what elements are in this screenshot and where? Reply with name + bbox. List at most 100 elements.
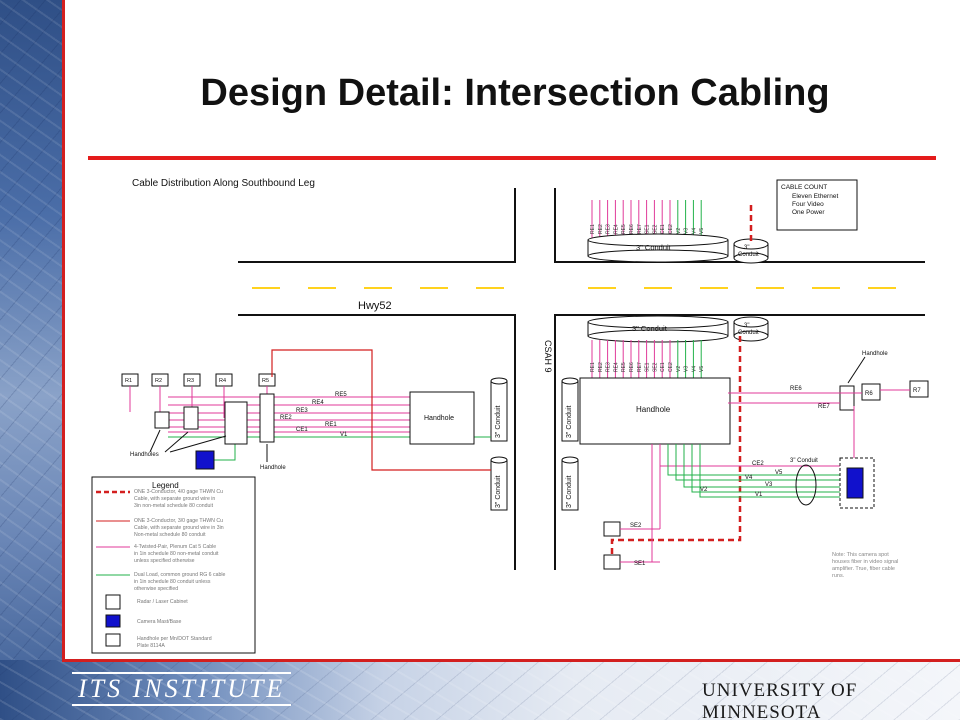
frame-red-horizontal (62, 659, 960, 662)
road-label-hwy: Hwy52 (358, 300, 392, 312)
radar-label: R1 (125, 378, 132, 384)
left-cable-label: RE1 (325, 422, 337, 428)
svg-text:in 1in schedule 80 non-metal c: in 1in schedule 80 non-metal conduit (134, 551, 219, 557)
diagram-subtitle: Cable Distribution Along Southbound Leg (132, 178, 315, 189)
cable-count-heading: CABLE COUNT (781, 184, 827, 191)
handhole-label: Handhole (424, 415, 454, 422)
radar-label: R5 (262, 378, 269, 384)
camera-mast-left (195, 450, 215, 470)
top-cable-label: V4 (691, 228, 697, 234)
left-map-band (0, 0, 62, 720)
conduit-small-label: 3" (744, 323, 749, 329)
svg-text:Note: This camera spot: Note: This camera spot (832, 552, 889, 558)
note-text: Note: This camera spot houses fiber in v… (832, 552, 898, 579)
svg-text:Handhole per Mn/DOT Standard: Handhole per Mn/DOT Standard (137, 636, 212, 642)
power-dashed-lower (610, 336, 742, 556)
lower-cable-label: CE1 (660, 362, 666, 372)
lower-cable-label: SE1 (645, 362, 651, 372)
radar-label: R2 (155, 378, 162, 384)
top-cable-label: RE2 (598, 224, 604, 234)
lower-cable-label: RE2 (598, 362, 604, 372)
cable-label: RE7 (818, 404, 830, 410)
conduit-label: 3" Conduit (632, 324, 668, 333)
svg-text:runs.: runs. (832, 573, 845, 579)
conduit-small-label: Conduit (738, 252, 759, 258)
lower-cable-label: RE7 (637, 362, 643, 372)
conduit-label: 3" Conduit (790, 458, 818, 464)
top-cable-label: V2 (676, 228, 682, 234)
radar-label: R7 (913, 388, 921, 394)
camera-mast-right (846, 467, 864, 499)
svg-text:Dual Load, common ground RG 6: Dual Load, common ground RG 6 cable (134, 572, 226, 578)
top-cable-label: SE1 (645, 224, 651, 234)
handhole-right-label: Handhole (862, 351, 888, 357)
conduit-small-label: 3" (744, 245, 749, 251)
svg-text:unless specified otherwise: unless specified otherwise (134, 558, 195, 564)
top-cable-label: RE1 (590, 224, 596, 234)
right-radars: R6 R7 (839, 380, 929, 411)
top-cable-label: RE7 (637, 224, 643, 234)
cable-count-item: Eleven Ethernet (792, 193, 838, 200)
bottom-cable-label: V1 (755, 492, 763, 498)
lower-cable-label: RE1 (590, 362, 596, 372)
green-feed (214, 444, 236, 461)
right-pink-cables (728, 389, 910, 460)
left-cable-label: RE2 (280, 415, 292, 421)
svg-text:Camera Mast/Base: Camera Mast/Base (137, 619, 182, 625)
bottom-cable (675, 444, 845, 481)
svg-text:in 1in schedule 80 conduit unl: in 1in schedule 80 conduit unless (134, 579, 211, 585)
conduit-lower (587, 315, 769, 343)
svg-text:Cable, with separate ground wi: Cable, with separate ground wire in (134, 496, 215, 502)
handholes-label: Handholes (130, 452, 159, 458)
svg-text:Cable, with separate ground wi: Cable, with separate ground wire in 3in (134, 525, 224, 531)
top-cable-label: RE3 (606, 224, 612, 234)
cable-count-item: One Power (792, 209, 825, 216)
top-cable-label: V5 (699, 228, 705, 234)
se-box (603, 521, 621, 537)
cable-count-box: CABLE COUNT Eleven Ethernet Four Video O… (776, 179, 858, 231)
university-name: UNIVERSITY OF MINNESOTA (702, 680, 858, 723)
lower-cable-label: RE4 (613, 362, 619, 372)
radar-label: R4 (219, 378, 226, 384)
lower-cable-label: V4 (691, 366, 697, 372)
its-institute-logo: ITS INSTITUTE (72, 672, 292, 706)
bottom-cable (691, 444, 845, 493)
se-label: SE2 (630, 523, 642, 529)
lower-cable-label: RE3 (606, 362, 612, 372)
legend: Legend ONE 3-Conductor, 4/0 gage THWN Cu… (91, 476, 256, 654)
top-cable-label: RE5 (621, 224, 627, 234)
frame-red-vertical (62, 0, 65, 662)
handhole-left-label: Handhole (260, 465, 286, 471)
bottom-map-band (0, 660, 960, 720)
power-left (271, 349, 491, 471)
road-label-csah: CSAH 9 (543, 340, 553, 373)
bottom-cable (683, 444, 845, 488)
lower-cable-label: SE2 (652, 362, 658, 372)
handhole-main (579, 377, 731, 445)
legend-box-items: Radar / Laser Cabinet Camera Mast/Base H… (137, 599, 212, 649)
left-cable-label: CE1 (296, 427, 308, 433)
top-cable-label: CE2 (668, 224, 674, 234)
svg-text:amplifier. True, fiber cable: amplifier. True, fiber cable (832, 566, 895, 572)
left-cable-label: RE4 (312, 400, 324, 406)
se-box (603, 554, 621, 570)
conduit-vertical-label: 3" Conduit (566, 475, 573, 508)
bottom-cable-label: V4 (745, 475, 753, 481)
top-cable-label: V3 (684, 228, 690, 234)
left-cabinets (154, 393, 275, 445)
left-cable-label: V1 (340, 432, 348, 438)
conduit-vertical-label: 3" Conduit (566, 405, 573, 438)
handhole-right-arrow (847, 356, 866, 384)
lower-cable-label: V3 (684, 366, 690, 372)
legend-items: ONE 3-Conductor, 4/0 gage THWN Cu Cable,… (134, 489, 226, 592)
svg-text:Non-metal schedule 80 conduit: Non-metal schedule 80 conduit (134, 532, 206, 538)
svg-text:ONE 3-Conductor, 4/0 gage THWN: ONE 3-Conductor, 4/0 gage THWN Cu (134, 489, 223, 495)
handhole-label: Handhole (636, 405, 671, 414)
conduit-vertical-label: 3" Conduit (495, 405, 502, 438)
lower-cable-label: V5 (699, 366, 705, 372)
